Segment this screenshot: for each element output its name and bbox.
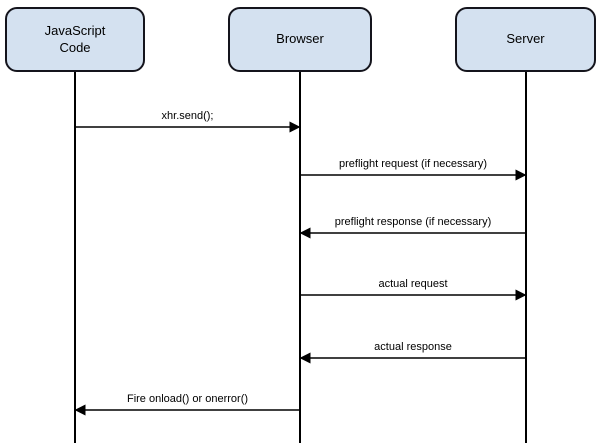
message-label-m5: actual response	[374, 341, 452, 353]
actor-label-browser: Browser	[276, 31, 324, 47]
message-arrows-group	[74, 121, 527, 416]
message-label-m6: Fire onload() or onerror()	[126, 393, 249, 405]
actor-box-browser[interactable]: Browser	[228, 7, 372, 72]
actor-box-server[interactable]: Server	[455, 7, 596, 72]
actor-label-server: Server	[506, 31, 545, 47]
message-label-m3: preflight response (if necessary)	[334, 216, 492, 228]
actor-box-js[interactable]: JavaScript Code	[5, 7, 145, 72]
message-label-m4: actual request	[378, 278, 448, 290]
lifelines-group	[74, 72, 527, 443]
actor-label-js: JavaScript Code	[44, 23, 106, 55]
message-label-m2: preflight request (if necessary)	[339, 158, 487, 170]
message-label-m1: xhr.send();	[161, 110, 214, 122]
